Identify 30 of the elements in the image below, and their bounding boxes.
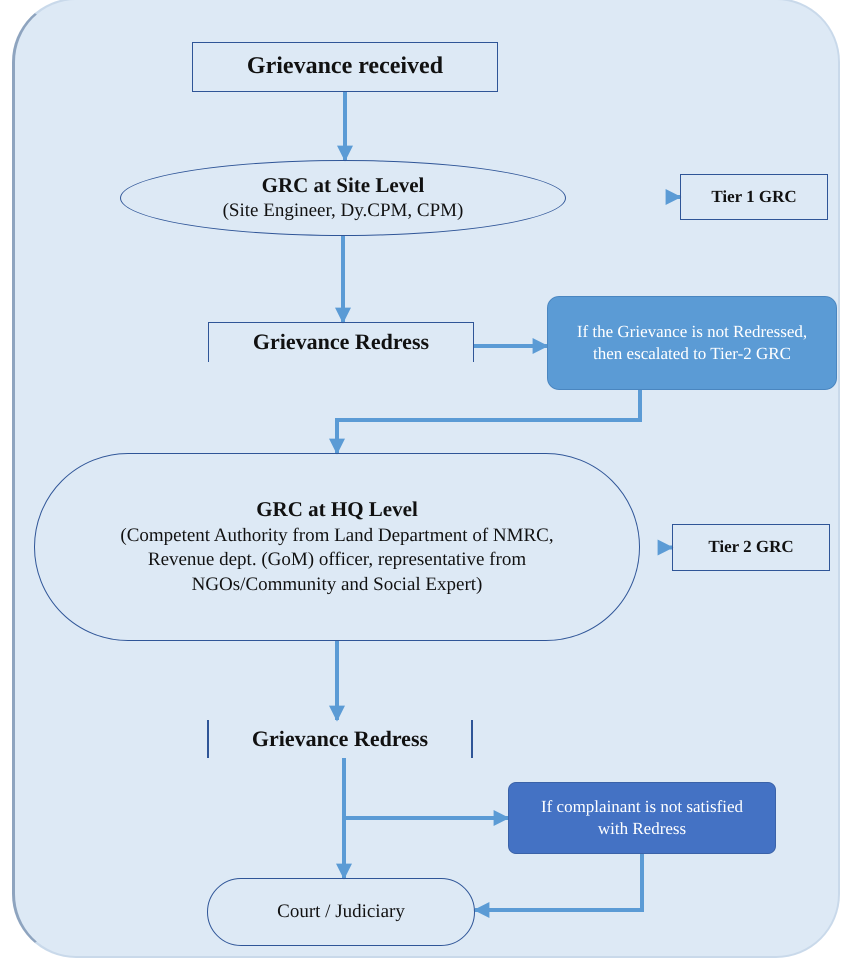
process-box (192, 42, 498, 92)
condition-box (547, 296, 837, 390)
node-title: Tier 2 GRC (708, 536, 794, 558)
node-title: Tier 1 GRC (711, 186, 797, 208)
arrow (474, 338, 549, 354)
process-box (672, 524, 830, 571)
process-box (680, 174, 828, 220)
ellipse-node (120, 160, 566, 236)
condition-box (508, 782, 776, 854)
node-title: GRC at HQ Level (256, 496, 418, 524)
node-description: (Site Engineer, Dy.CPM, CPM) (222, 199, 464, 224)
rounded-node (34, 453, 640, 641)
node-title: GRC at Site Level (262, 172, 424, 199)
arrow (666, 189, 682, 205)
rounded-node (207, 878, 475, 946)
arrow (473, 854, 644, 918)
arrow (329, 641, 345, 722)
arrow (335, 236, 351, 324)
node-title: If complainant is not satisfied with Redress (540, 796, 744, 840)
arrow (337, 92, 353, 162)
node-description: (Competent Authority from Land Department of NMRC, Revenue dept. (GoM) officer, representative from NGOs/Community and Social Expert) (119, 524, 555, 597)
node-title: If the Grievance is not Redressed, then escalated to Tier-2 GRC (576, 320, 808, 365)
node-title: Court / Judiciary (277, 900, 405, 924)
node-title: Grievance Redress (252, 328, 430, 356)
process-box (208, 322, 474, 362)
node-title: Grievance Redress (252, 724, 428, 753)
arrow (658, 540, 674, 556)
bracketed-step (207, 720, 473, 758)
node-title: Grievance received (246, 52, 444, 82)
arrow (329, 390, 642, 455)
